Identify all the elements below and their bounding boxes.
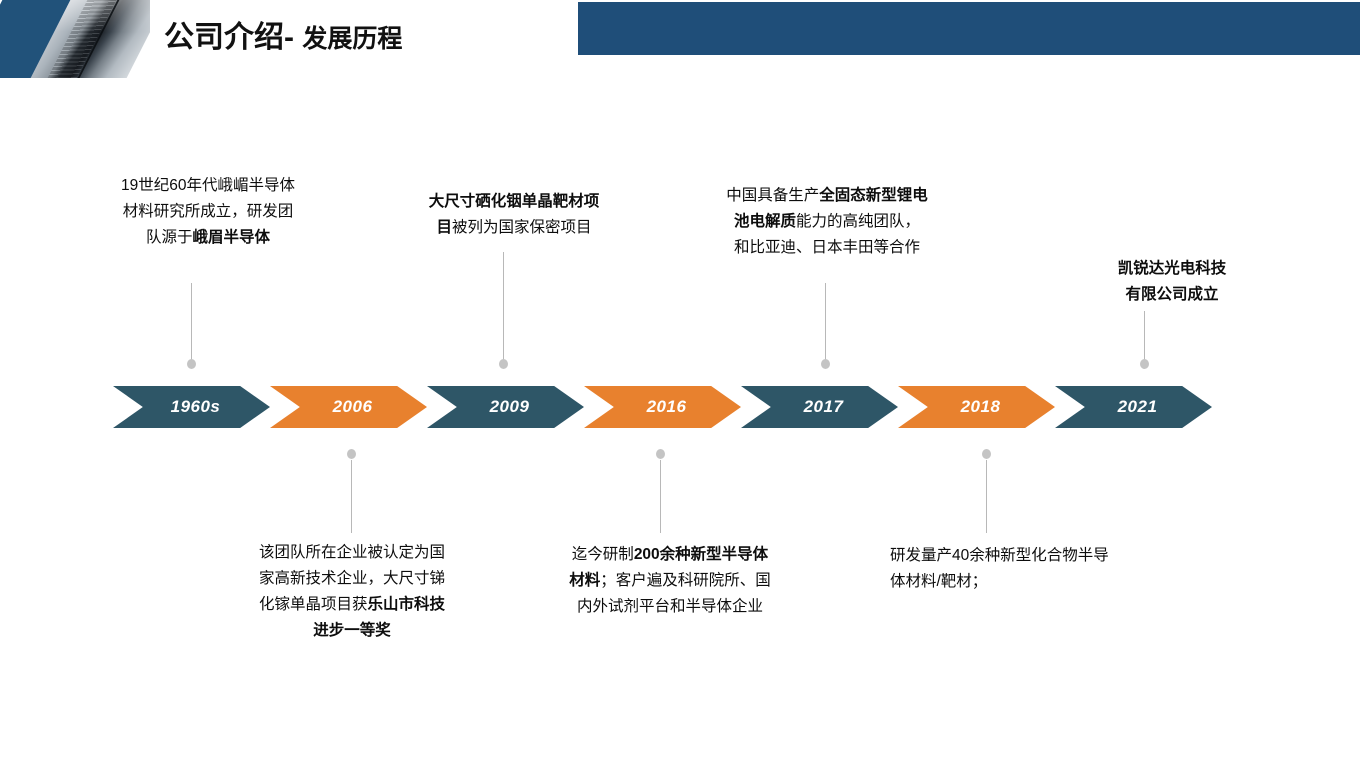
- callout-text-emphasis: 大尺寸硒化铟单晶靶材项: [428, 193, 600, 210]
- timeline-year-label: 2016: [646, 397, 687, 416]
- connector-dot: [1140, 359, 1149, 369]
- timeline-chevron-1960s[interactable]: 1960s: [113, 386, 270, 428]
- timeline-chevron-2009[interactable]: 2009: [427, 386, 584, 428]
- page-title-main: 公司介绍: [164, 21, 284, 54]
- callout-text-emphasis: 有限公司成立: [1125, 286, 1219, 303]
- callout-line: 目被列为国家保密项目: [408, 215, 620, 241]
- callout-text: 体材料/靶材；: [890, 573, 988, 590]
- callout-text-emphasis: 目: [436, 219, 452, 236]
- callout-text: ；客户遍及科研院所、国: [600, 572, 771, 589]
- header-blue-band: [578, 2, 1360, 55]
- connector-line: [503, 252, 504, 361]
- connector-line: [351, 460, 352, 533]
- callout-text-emphasis: 进步一等奖: [313, 622, 391, 639]
- callout-line: 迄今研制200余种新型半导体: [556, 542, 784, 568]
- callout-text: 家高新技术企业，大尺寸锑: [258, 570, 445, 587]
- callout-text-emphasis: 全固态新型锂电: [819, 187, 928, 204]
- callout-text-emphasis: 凯锐达光电科技: [1117, 260, 1227, 277]
- timeline-year-label: 2009: [489, 397, 530, 416]
- callout-line: 家高新技术企业，大尺寸锑: [232, 566, 472, 592]
- connector-dot: [499, 359, 508, 369]
- page-title-sub: 发展历程: [302, 25, 403, 53]
- callout-text: 被列为国家保密项目: [452, 219, 592, 236]
- callout-line: 体材料/靶材；: [890, 569, 1160, 595]
- callout-line: 19世纪60年代峨嵋半导体: [108, 173, 308, 199]
- connector-dot: [656, 449, 665, 459]
- timeline-year-label: 2017: [803, 397, 844, 416]
- callout-text-emphasis: 池电解质: [733, 213, 796, 230]
- callout-text: 内外试剂平台和半导体企业: [576, 598, 763, 615]
- callout-line: 材料研究所成立，研发团: [108, 199, 308, 225]
- callout-line: 池电解质能力的高纯团队，: [703, 209, 951, 235]
- callout-text: 能力的高纯团队，: [796, 213, 921, 230]
- connector-line: [1144, 311, 1145, 361]
- connector-line: [191, 283, 192, 361]
- connector-line: [825, 283, 826, 361]
- callout-text: 化镓单晶项目获: [258, 596, 368, 613]
- page-title-separator: -: [284, 21, 303, 54]
- timeline-year-label: 2021: [1117, 397, 1158, 416]
- callout-line: 化镓单晶项目获乐山市科技: [232, 592, 472, 618]
- callout-line: 队源于峨眉半导体: [108, 225, 308, 251]
- callout-text: 中国具备生产: [726, 187, 820, 204]
- callout-text-emphasis: 材料: [569, 572, 601, 589]
- callout-text: 19世纪60年代峨嵋半导体: [121, 177, 295, 194]
- page-title: 公司介绍- 发展历程: [164, 18, 402, 59]
- callout-text-emphasis: 乐山市科技: [367, 596, 446, 613]
- callout-2006: 该团队所在企业被认定为国家高新技术企业，大尺寸锑化镓单晶项目获乐山市科技进步一等…: [232, 540, 472, 644]
- callout-text: 该团队所在企业被认定为国: [258, 544, 445, 561]
- callout-text: 材料研究所成立，研发团: [122, 203, 294, 220]
- callout-2009: 大尺寸硒化铟单晶靶材项目被列为国家保密项目: [408, 189, 620, 241]
- timeline-chevron-2006[interactable]: 2006: [270, 386, 427, 428]
- connector-line: [660, 460, 661, 533]
- timeline-chevron-2016[interactable]: 2016: [584, 386, 741, 428]
- callout-2017: 中国具备生产全固态新型锂电池电解质能力的高纯团队，和比亚迪、日本丰田等合作: [703, 183, 951, 261]
- connector-line: [986, 460, 987, 533]
- callout-line: 和比亚迪、日本丰田等合作: [703, 235, 951, 261]
- callout-2016: 迄今研制200余种新型半导体材料；客户遍及科研院所、国内外试剂平台和半导体企业: [556, 542, 784, 620]
- callout-line: 内外试剂平台和半导体企业: [556, 594, 784, 620]
- callout-line: 中国具备生产全固态新型锂电: [703, 183, 951, 209]
- timeline-year-label: 1960s: [170, 397, 221, 416]
- callout-text: 迄今研制: [571, 546, 634, 563]
- callout-2021: 凯锐达光电科技有限公司成立: [1080, 256, 1264, 308]
- timeline-year-label: 2018: [960, 397, 1001, 416]
- callout-line: 进步一等奖: [232, 618, 472, 644]
- callout-text-emphasis: 200余种新型半导体: [633, 546, 769, 563]
- callout-1960s: 19世纪60年代峨嵋半导体材料研究所成立，研发团队源于峨眉半导体: [108, 173, 308, 251]
- header-decoration-image: [0, 0, 150, 78]
- callout-text: 队源于: [145, 229, 193, 246]
- callout-line: 材料；客户遍及科研院所、国: [556, 568, 784, 594]
- timeline-chevron-2017[interactable]: 2017: [741, 386, 898, 428]
- callout-line: 凯锐达光电科技: [1080, 256, 1264, 282]
- callout-line: 大尺寸硒化铟单晶靶材项: [408, 189, 620, 215]
- callout-text: 研发量产40余种新型化合物半导: [890, 547, 1109, 564]
- callout-2018: 研发量产40余种新型化合物半导体材料/靶材；: [890, 543, 1160, 595]
- callout-text: 和比亚迪、日本丰田等合作: [733, 239, 920, 256]
- connector-dot: [347, 449, 356, 459]
- callout-line: 研发量产40余种新型化合物半导: [890, 543, 1160, 569]
- timeline-track: 1960s 2006 2009 2016 2017 2018 2021: [113, 386, 1213, 428]
- connector-dot: [187, 359, 196, 369]
- callout-text-emphasis: 峨眉半导体: [192, 229, 271, 246]
- connector-dot: [982, 449, 991, 459]
- connector-dot: [821, 359, 830, 369]
- timeline-chevron-2018[interactable]: 2018: [898, 386, 1055, 428]
- timeline-chevron-2021[interactable]: 2021: [1055, 386, 1212, 428]
- callout-line: 有限公司成立: [1080, 282, 1264, 308]
- timeline-year-label: 2006: [332, 397, 373, 416]
- callout-line: 该团队所在企业被认定为国: [232, 540, 472, 566]
